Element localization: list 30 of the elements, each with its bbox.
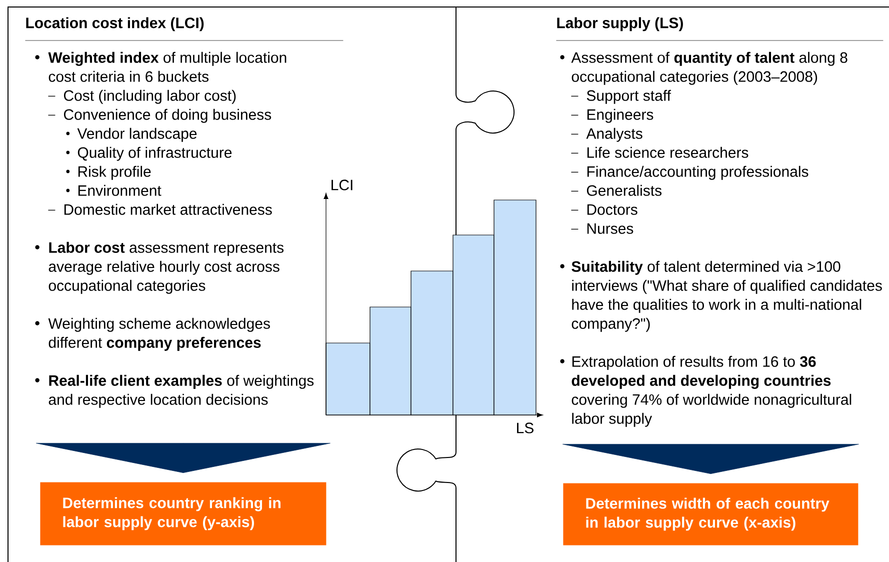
list-item: Domestic market attractiveness — [48, 204, 272, 215]
list-item: Convenience of doing business — [48, 108, 272, 123]
chevron-arrow — [562, 444, 859, 474]
list-item: Doctors — [570, 204, 638, 215]
bullet-item: Labor cost assessment represents average relative hourly cost across occupational categories — [35, 242, 284, 294]
section-heading: Labor supply (LS) — [557, 17, 683, 32]
list-item: Finance/accounting professionals — [570, 166, 808, 180]
bullet-item: Real-life client examples of weightings and respective location decisions — [35, 374, 314, 408]
result-box: Determines country ranking in labor supply curve (y-axis) — [40, 482, 326, 546]
result-box: Determines width of each country in labor supply curve (x-axis) — [563, 483, 858, 546]
list-item: Engineers — [570, 108, 654, 123]
list-item: Risk profile — [66, 166, 151, 180]
axis-label: LS — [517, 422, 534, 434]
list-item: Support staff — [570, 90, 671, 104]
list-item: Generalists — [570, 184, 662, 196]
list-item: Nurses — [570, 223, 634, 234]
list-item: Analysts — [570, 128, 642, 142]
list-item: Environment — [66, 184, 162, 196]
bullet-item: Weighting scheme acknowledges different company preferences — [35, 318, 270, 351]
bullet-item: Assessment of quantity of talent along 8 occupational categories (2003–2008) — [560, 52, 848, 85]
bullet-item: Suitability of talent determined via >100 interviews ("What share of qualified candidates have the qualities to work in a multi-national company?") — [560, 260, 882, 332]
list-item: Cost (including labor cost) — [48, 90, 236, 104]
list-item: Vendor landscape — [66, 128, 197, 142]
list-item: Life science researchers — [570, 146, 748, 158]
section-heading: Location cost index (LCI) — [26, 17, 204, 32]
bullet-item: Weighted index of multiple location cost criteria in 6 buckets — [35, 52, 286, 82]
list-item: Quality of infrastructure — [66, 146, 232, 161]
axis-label: LCI — [332, 180, 352, 190]
chevron-arrow — [36, 442, 330, 473]
bullet-item: Extrapolation of results from 16 to 36 developed and developing countries covering 74% of worldwide nonagricultural labor supply — [560, 356, 852, 427]
